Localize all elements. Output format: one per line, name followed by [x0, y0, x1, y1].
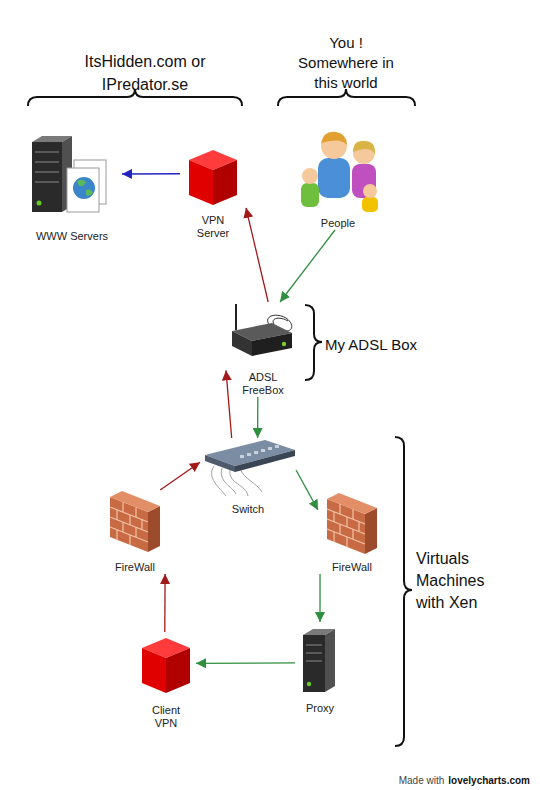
flow-arrow	[257, 397, 259, 438]
modem-side	[252, 333, 292, 356]
status-light	[282, 342, 286, 346]
firewall-icon	[110, 491, 160, 552]
group-bracket	[395, 437, 412, 746]
status-light	[37, 201, 42, 206]
group-bracket	[305, 305, 322, 380]
node-label: Client VPN	[146, 704, 186, 730]
switch-ports	[240, 445, 279, 458]
server-slots	[35, 152, 59, 182]
flow-arrow	[319, 574, 320, 622]
flow-arrow	[164, 574, 166, 632]
person-head	[363, 184, 377, 198]
people-icon	[301, 132, 378, 212]
credit-text: Made with	[399, 775, 445, 786]
firewall-icon	[327, 493, 377, 554]
globe-land	[77, 180, 93, 196]
modem-front	[232, 331, 252, 356]
node-label: Switch	[232, 503, 264, 516]
firewall-node: FireWall	[318, 492, 386, 574]
person-head	[302, 168, 318, 184]
cube-right	[213, 160, 237, 205]
proxy-node: Proxy	[295, 622, 345, 715]
firewall-node: FireWall	[100, 490, 170, 574]
node-label: Proxy	[306, 702, 334, 715]
server-side	[325, 629, 335, 692]
cable	[273, 318, 288, 324]
antenna	[235, 304, 237, 330]
server-icon	[32, 136, 106, 212]
vpn-client-node: Client VPN	[136, 632, 196, 730]
switch-node: Switch	[200, 438, 296, 516]
cube-right	[166, 648, 190, 693]
adsl-modem-icon	[232, 304, 292, 356]
person-body	[362, 197, 378, 212]
person-hair	[353, 141, 375, 154]
node-label: VPN Server	[189, 214, 237, 240]
group-label: Virtuals Machines with Xen	[416, 548, 496, 614]
node-label: WWW Servers	[36, 230, 108, 243]
people-node: People	[288, 125, 388, 230]
proxy-server-icon	[303, 629, 335, 692]
node-label: People	[321, 217, 355, 230]
web-page	[67, 168, 99, 212]
flow-arrow	[122, 173, 180, 175]
node-label: FireWall	[115, 561, 155, 574]
cube-left	[142, 648, 166, 693]
flow-arrow	[296, 470, 318, 510]
person-body	[301, 183, 319, 207]
cube-left	[189, 160, 213, 205]
flow-arrow	[226, 370, 232, 438]
globe	[73, 177, 95, 199]
group-heading: You ! Somewhere in this world	[296, 33, 396, 93]
flow-arrow	[246, 208, 268, 302]
person-body	[318, 158, 350, 198]
vpn-cube-icon	[189, 150, 237, 205]
switch-side	[235, 450, 295, 472]
switch-front	[205, 455, 235, 472]
modem-node: ADSL FreeBox	[226, 302, 300, 397]
vpn-cube-icon	[142, 638, 190, 693]
status-light	[307, 682, 311, 686]
flow-arrow	[280, 230, 335, 302]
group-heading: ItsHidden.com or IPredator.se	[75, 50, 215, 96]
node-label: ADSL FreeBox	[239, 371, 287, 397]
group-label: My ADSL Box	[325, 335, 435, 354]
credit-link-text: lovelycharts.com	[448, 775, 530, 786]
flow-arrow	[160, 462, 200, 490]
person-hair	[321, 132, 347, 145]
vpn-server-node: VPN Server	[180, 148, 246, 240]
flow-arrow	[196, 662, 295, 664]
node-label: FireWall	[332, 561, 372, 574]
credit-line: Made withlovelycharts.com	[399, 775, 530, 786]
switch-icon	[205, 440, 295, 496]
server-front	[32, 142, 62, 212]
person-body	[352, 164, 376, 198]
server-front	[303, 635, 325, 692]
server-node: WWW Servers	[22, 128, 122, 243]
server-slots	[306, 645, 322, 661]
group-bracket	[278, 89, 415, 106]
